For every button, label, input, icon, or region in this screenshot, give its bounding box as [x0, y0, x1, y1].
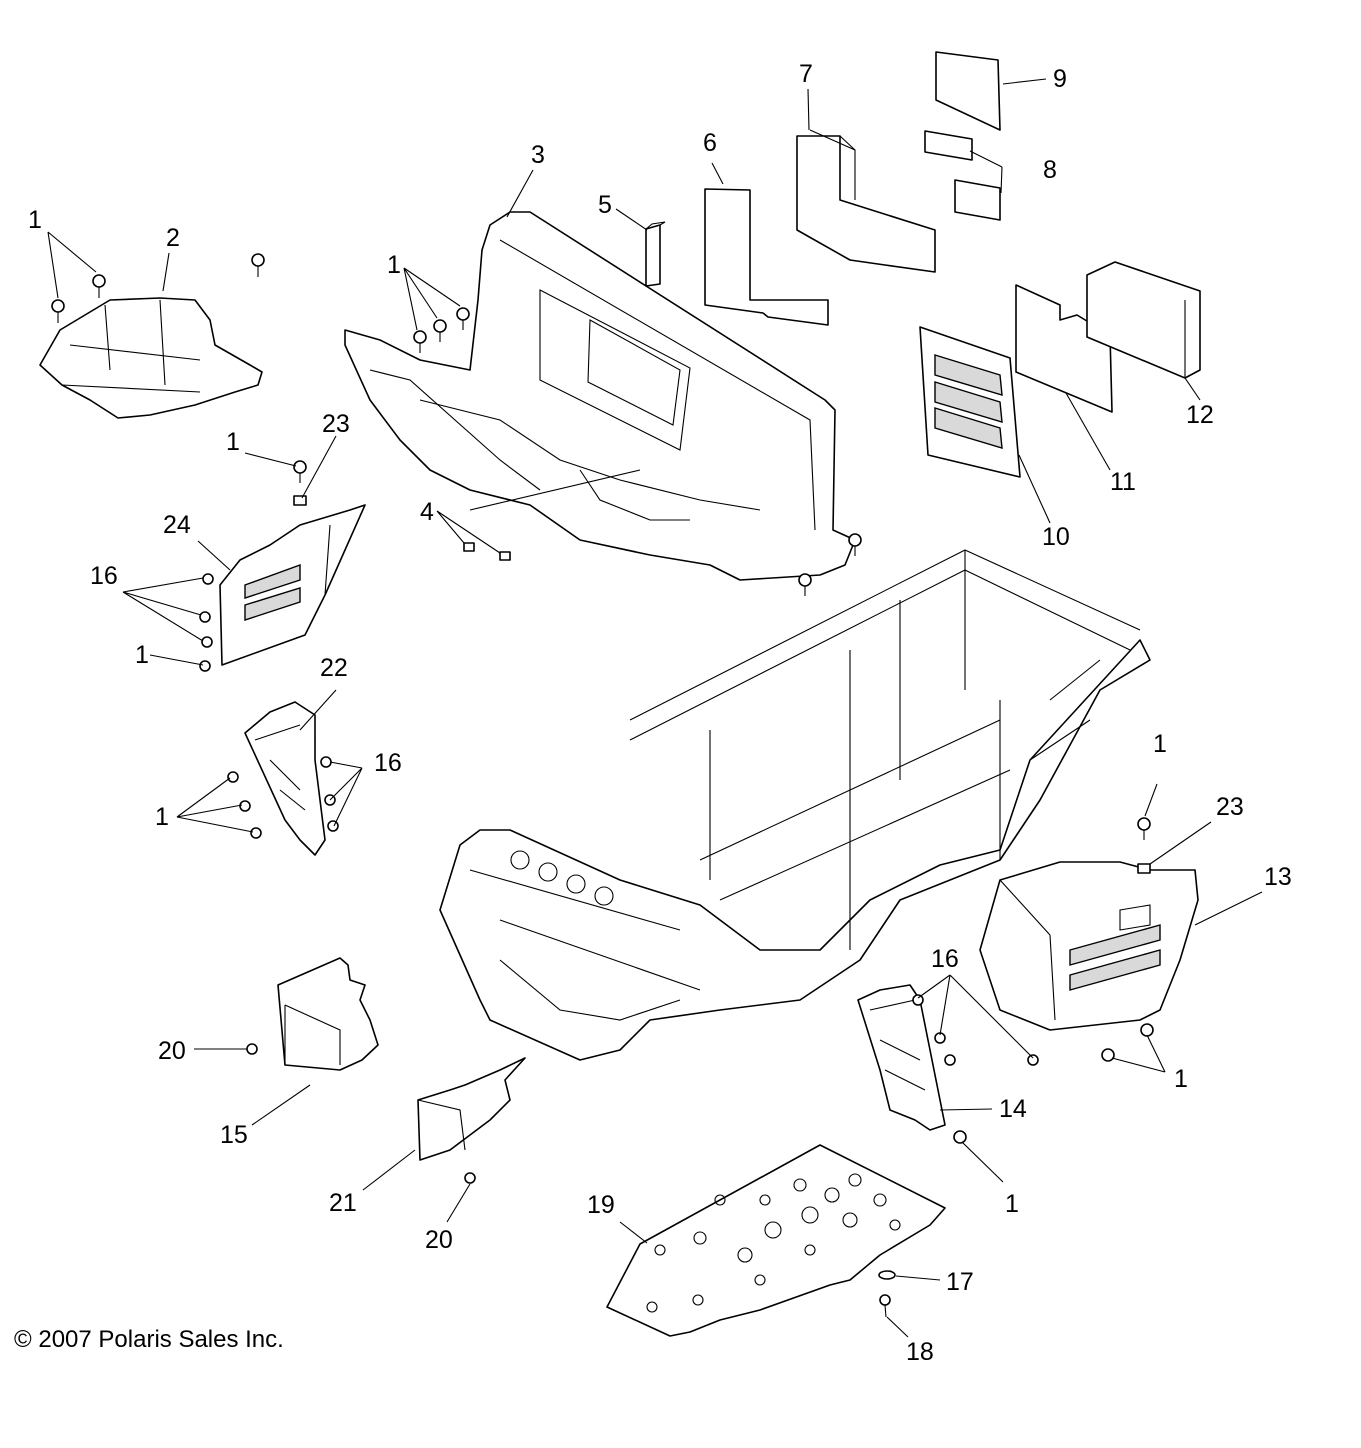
callout-3: 3 — [531, 141, 545, 169]
callout-4: 4 — [420, 498, 434, 526]
callout-1: 1 — [28, 206, 42, 234]
callout-20: 20 — [158, 1037, 186, 1065]
part-7-foam-block — [796, 129, 936, 273]
leader-lines — [47, 78, 1263, 1338]
part-9-foam-pad — [935, 51, 1001, 131]
part-12-foam-block — [1086, 261, 1201, 379]
callout-20: 20 — [425, 1226, 453, 1254]
part-4-clips — [463, 542, 511, 561]
callout-1: 1 — [226, 428, 240, 456]
callout-19: 19 — [587, 1191, 615, 1219]
callout-16: 16 — [931, 945, 959, 973]
part-2-front-cover — [39, 297, 263, 419]
part-10-vent-panel — [919, 326, 1021, 478]
callout-7: 7 — [799, 60, 813, 88]
callout-24: 24 — [163, 511, 191, 539]
fastener-screws-22 — [227, 756, 339, 839]
callout-16: 16 — [90, 562, 118, 590]
callout-21: 21 — [329, 1189, 357, 1217]
callout-1: 1 — [1153, 730, 1167, 758]
fastener-screws-24 — [199, 460, 307, 672]
callout-12: 12 — [1186, 401, 1214, 429]
part-22-left-bracket — [244, 701, 326, 856]
part-5-foam-strip — [645, 221, 666, 287]
part-17-washer — [878, 1270, 896, 1280]
callout-8: 8 — [1043, 156, 1057, 184]
callout-15: 15 — [220, 1121, 248, 1149]
part-19-floor-plate — [606, 1144, 946, 1337]
part-21-center-splash-guard — [417, 1057, 526, 1161]
fastener-screws-13 — [1101, 817, 1154, 1062]
callout-13: 13 — [1264, 863, 1292, 891]
callout-1: 1 — [135, 641, 149, 669]
callout-23: 23 — [1216, 793, 1244, 821]
callout-5: 5 — [598, 191, 612, 219]
callout-14: 14 — [999, 1095, 1027, 1123]
part-24-left-side-panel — [219, 504, 366, 666]
callout-labels: 1 2 3 1 5 6 7 8 9 10 11 12 1 23 4 24 16 … — [28, 60, 1292, 1366]
part-13-right-side-panel — [979, 861, 1199, 1031]
part-18-bolt — [879, 1294, 891, 1318]
callout-17: 17 — [946, 1268, 974, 1296]
fastener-screws-firewall — [413, 307, 862, 596]
part-15-left-splash-guard — [277, 957, 379, 1071]
part-3-firewall-floor-panel — [344, 211, 856, 581]
callout-10: 10 — [1042, 523, 1070, 551]
callout-18: 18 — [906, 1338, 934, 1366]
callout-1: 1 — [1174, 1065, 1188, 1093]
callout-16: 16 — [374, 749, 402, 777]
callout-1: 1 — [387, 251, 401, 279]
part-6-insulation-sheet — [704, 188, 829, 326]
callout-22: 22 — [320, 654, 348, 682]
callout-1: 1 — [155, 803, 169, 831]
part-23-clip-right — [1137, 863, 1151, 874]
callout-9: 9 — [1053, 65, 1067, 93]
part-20-screw-center — [464, 1172, 476, 1184]
copyright-notice: © 2007 Polaris Sales Inc. — [14, 1326, 284, 1353]
part-23-clip-left — [293, 495, 307, 506]
part-14-right-bracket — [857, 984, 946, 1131]
callout-6: 6 — [703, 129, 717, 157]
part-8-foam-pads — [924, 130, 1001, 221]
main-frame-chassis — [439, 549, 1151, 1061]
part-20-screw-left — [246, 1043, 258, 1055]
fastener-screws-left — [51, 253, 265, 323]
callout-23: 23 — [322, 410, 350, 438]
fastener-screws-14 — [912, 994, 1039, 1144]
callout-11: 11 — [1110, 468, 1136, 496]
callout-1: 1 — [1005, 1190, 1019, 1218]
callout-2: 2 — [166, 224, 180, 252]
